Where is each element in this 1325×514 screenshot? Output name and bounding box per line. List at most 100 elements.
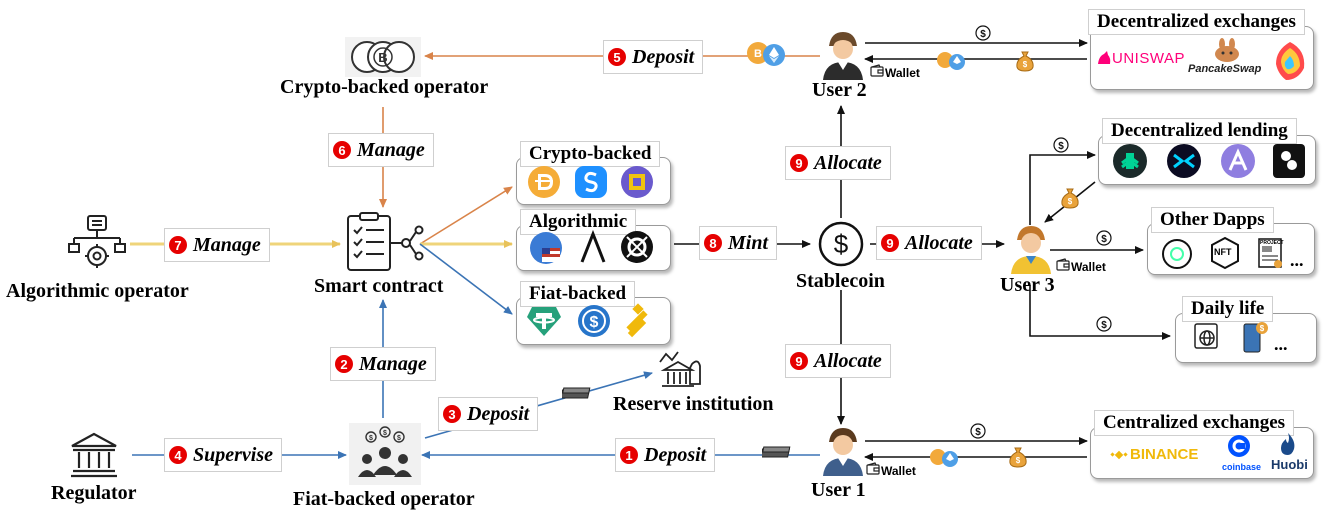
stablecoin-label: Stablecoin — [796, 270, 885, 292]
algorithmic-operator-label: Algorithmic operator — [6, 280, 189, 302]
svg-text:$: $ — [590, 314, 599, 331]
arrow-contract-to-crypto-backed — [419, 186, 513, 245]
dai-coin-icon — [527, 165, 561, 204]
svg-text:$: $ — [383, 430, 387, 437]
crypto-coins-icon: B — [345, 37, 421, 82]
nft-label: NFT — [1214, 247, 1232, 257]
btc-eth-coins-icon: B — [745, 40, 789, 73]
project-label: PROJECT — [1260, 240, 1284, 246]
svg-text:$: $ — [369, 435, 373, 442]
algorithm-gear-icon — [68, 214, 126, 279]
fiat-backed-title: Fiat-backed — [520, 281, 636, 307]
money-bag-icon: $ — [1008, 446, 1028, 473]
user2-label: User 2 — [812, 79, 867, 101]
smart-contract-label: Smart contract — [314, 275, 444, 297]
wallet-icon — [866, 462, 880, 480]
global-payment-icon — [1193, 322, 1225, 361]
usdc-coin-icon: $ — [576, 303, 612, 344]
coinbase-logo: coinbase — [1222, 462, 1262, 472]
dapps-title: Other Dapps — [1151, 207, 1274, 233]
synthetix-icon — [1166, 143, 1202, 184]
arrow-user3-to-lending — [1029, 151, 1096, 225]
wallet-icon — [1056, 258, 1070, 276]
user1-label: User 1 — [811, 479, 866, 501]
smart-contract-icon — [346, 212, 424, 279]
huobi-logo: Huobi — [1271, 457, 1308, 472]
project-doc-icon — [1258, 238, 1284, 275]
binance-icon — [1110, 446, 1128, 469]
cex-title: Centralized exchanges — [1094, 410, 1295, 436]
btc-eth-coins-icon — [935, 51, 969, 76]
lending-title: Decentralized lending — [1102, 118, 1297, 144]
svg-text:$: $ — [397, 435, 401, 442]
algorithmic-title: Algorithmic — [520, 209, 637, 235]
daily-title: Daily life — [1182, 296, 1274, 322]
lambda-coin-icon — [578, 229, 608, 269]
reserve-bank-icon — [656, 350, 702, 395]
arrow-contract-to-fiat-backed — [419, 243, 513, 315]
svg-text:$: $ — [1260, 324, 1265, 333]
svg-text:$: $ — [1101, 320, 1107, 331]
user-avatar-icon — [821, 426, 865, 481]
more-daily-ellipsis: ... — [1274, 334, 1288, 354]
compound-icon — [1112, 143, 1148, 184]
coinbase-icon — [1227, 434, 1251, 463]
user-avatar-icon — [821, 30, 865, 85]
svg-text:$: $ — [1058, 141, 1064, 152]
uniswap-unicorn-icon — [1096, 50, 1112, 71]
bank-building-icon — [70, 432, 118, 483]
ust-coin-icon — [528, 230, 564, 271]
mobile-payment-icon: $ — [1240, 320, 1270, 361]
svg-text:$: $ — [975, 427, 981, 438]
fiat-operator-label: Fiat-backed operator — [293, 488, 475, 510]
svg-text:$: $ — [1016, 456, 1021, 465]
svg-text:$: $ — [980, 29, 986, 40]
svg-text:B: B — [754, 48, 762, 60]
fiat-operator-icon: $ $ $ — [349, 423, 421, 490]
curve-rainbow-icon — [1272, 40, 1308, 87]
user3-label: User 3 — [1000, 274, 1055, 296]
stablecoin-icon: $ — [816, 219, 866, 274]
susd-coin-icon — [574, 165, 608, 204]
wallet-icon — [870, 64, 884, 82]
uniswap-logo: UNISWAP — [1112, 50, 1185, 67]
arrow-user3-to-daily — [1029, 285, 1171, 340]
dollar-icon — [970, 25, 1112, 439]
aave-icon — [1220, 143, 1256, 184]
svg-text:$: $ — [1023, 60, 1028, 69]
btc-eth-coins-icon — [928, 448, 962, 473]
frax-coin-icon — [620, 230, 654, 269]
reserve-institution-label: Reserve institution — [613, 393, 774, 415]
maker-block-icon — [1272, 143, 1306, 184]
binance-logo: BINANCE — [1130, 446, 1199, 463]
pancakeswap-logo: PancakeSwap — [1188, 63, 1262, 75]
more-dapps-ellipsis: ... — [1290, 250, 1304, 270]
wallet-label: Wallet — [1071, 260, 1106, 274]
user-avatar-icon — [1009, 224, 1053, 279]
pancake-bunny-icon — [1214, 38, 1240, 67]
svg-text:$: $ — [1101, 234, 1107, 245]
dex-title: Decentralized exchanges — [1088, 9, 1305, 35]
svg-text:$: $ — [834, 229, 849, 259]
wallet-label: Wallet — [881, 464, 916, 478]
svg-text:B: B — [378, 50, 387, 65]
dex-panel — [1090, 26, 1314, 90]
money-bag-icon: $ — [1015, 50, 1035, 77]
huobi-flame-icon — [1279, 432, 1297, 461]
regulator-label: Regulator — [51, 482, 137, 504]
cash-stack-icon — [560, 387, 592, 406]
crypto-operator-label: Crypto-backed operator — [280, 76, 489, 98]
crypto-backed-title: Crypto-backed — [520, 141, 661, 167]
dapp-circle-icon — [1161, 238, 1193, 275]
